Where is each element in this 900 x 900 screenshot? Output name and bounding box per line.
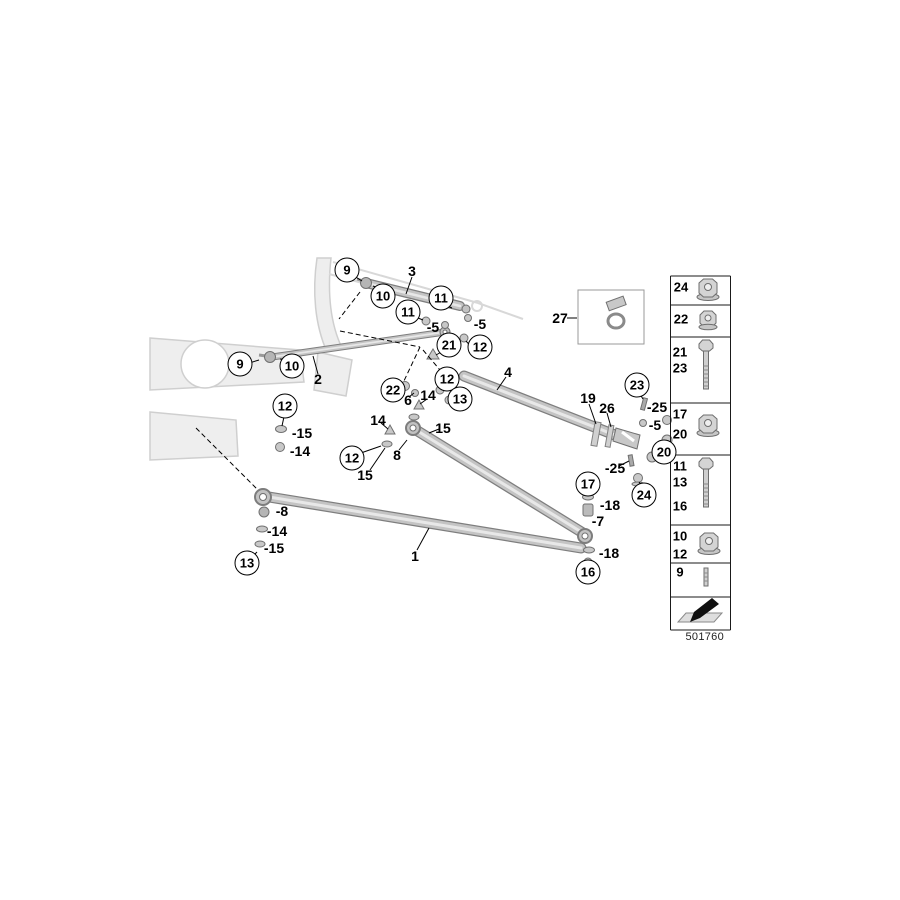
- nut-icon: [698, 310, 718, 331]
- washer: [583, 546, 595, 554]
- washer: [464, 314, 472, 322]
- strut3-end-eye: [461, 304, 471, 314]
- strut-1-upper: [410, 424, 589, 539]
- flange-nut-icon: [696, 278, 720, 301]
- leader-line: [637, 390, 644, 400]
- leader-line: [281, 411, 286, 427]
- leader-line: [606, 412, 612, 428]
- part-27-box: [577, 289, 645, 345]
- washer: [381, 440, 393, 448]
- construction-line: [195, 427, 258, 490]
- washer: [411, 389, 419, 397]
- frame-silhouette: [149, 257, 524, 461]
- construction-line: [402, 346, 421, 384]
- construction-line: [338, 291, 361, 320]
- leader-line: [435, 349, 446, 356]
- frame-tube-vertical: [313, 257, 344, 353]
- flange-nut-icon: [696, 414, 720, 437]
- long-bolt-icon: [698, 339, 714, 390]
- legend-panel: [670, 275, 731, 631]
- leader-line: [416, 527, 430, 551]
- frame-gusset: [313, 351, 353, 397]
- leader-line: [412, 315, 424, 321]
- washer: [459, 333, 469, 343]
- washer: [441, 321, 449, 329]
- leader-line: [618, 460, 630, 467]
- leader-line: [250, 551, 258, 559]
- bolt-head: [633, 473, 643, 483]
- leader-line: [428, 428, 440, 434]
- ball-joint: [360, 277, 372, 289]
- leader-line: [465, 340, 476, 352]
- pin: [627, 454, 635, 467]
- flange: [631, 481, 645, 487]
- washer: [254, 540, 266, 548]
- pin: [639, 397, 649, 411]
- direction-arrow-icon: [677, 597, 723, 623]
- fork-end: [612, 427, 641, 450]
- bushing: [582, 503, 594, 517]
- washer: [639, 419, 647, 427]
- mount-plate-26: [604, 424, 615, 448]
- leader-line: [419, 398, 428, 405]
- washer: [408, 413, 420, 421]
- stud-icon: [703, 567, 709, 587]
- leader-line: [408, 392, 415, 398]
- bolt-icon: [698, 457, 714, 508]
- construction-line: [339, 330, 421, 348]
- nut: [421, 316, 431, 326]
- cone: [384, 423, 396, 435]
- diagram-number: 501760: [685, 631, 724, 643]
- cone: [413, 398, 425, 410]
- bushing: [275, 442, 285, 452]
- leader-line: [398, 439, 408, 451]
- washer: [256, 525, 268, 533]
- nut: [662, 415, 672, 425]
- mount-plate-19: [590, 421, 602, 447]
- leader-line: [496, 376, 507, 391]
- leader-line: [312, 355, 319, 375]
- leader-line: [380, 422, 389, 430]
- leader-line: [588, 403, 597, 425]
- clamp-tab: [605, 295, 627, 312]
- leader-line: [405, 276, 413, 295]
- leader-line: [357, 445, 382, 455]
- washer: [275, 425, 287, 433]
- clamp-ring: [606, 312, 626, 330]
- flange-nut-icon: [697, 532, 721, 555]
- ball: [258, 506, 270, 518]
- leader-line: [369, 447, 386, 471]
- ball-joint: [264, 351, 276, 363]
- strut-2: [268, 328, 449, 361]
- cone: [426, 348, 440, 360]
- frame-rails-faint: [328, 261, 524, 320]
- strut-1-lower: [263, 491, 587, 554]
- frame-hole: [180, 339, 230, 389]
- frame-arm-lower: [149, 411, 239, 461]
- construction-line: [422, 349, 441, 371]
